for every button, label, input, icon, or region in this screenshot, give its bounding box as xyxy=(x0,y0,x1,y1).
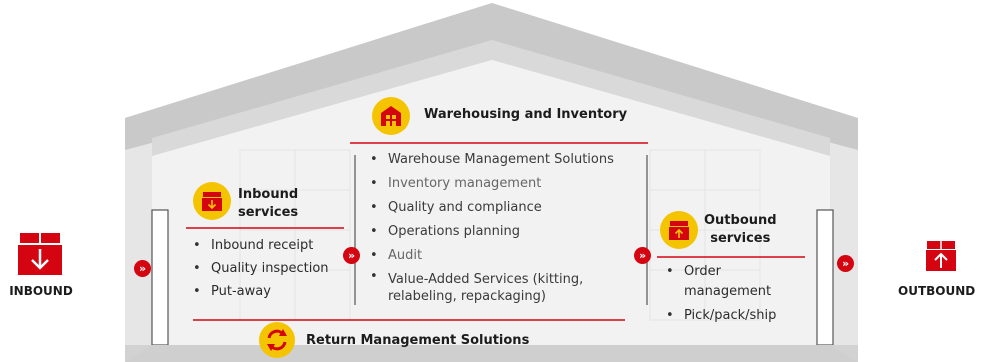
list-item-line: relabeling, repackaging) xyxy=(388,289,546,304)
warehousing-list: Warehouse Management Solutions Inventory… xyxy=(366,148,614,305)
inbound-box-icon xyxy=(193,182,231,220)
list-item: Pick/pack/ship xyxy=(662,306,776,326)
outbound-services-list: Order management Pick/pack/ship xyxy=(662,262,776,326)
list-item: Warehouse Management Solutions xyxy=(366,148,614,172)
title-line: services xyxy=(238,205,299,220)
warehousing-title: Warehousing and Inventory xyxy=(424,107,628,122)
warehouse-icon xyxy=(372,97,410,135)
outbound-box-icon xyxy=(660,211,698,249)
list-item-line: Value-Added Services (kitting, xyxy=(388,272,584,287)
list-item-line: management xyxy=(684,284,772,299)
list-item: Value-Added Services (kitting, relabelin… xyxy=(366,268,614,305)
list-item: Quality inspection xyxy=(189,257,329,280)
outbound-services-title: Outbound services xyxy=(704,212,777,248)
title-line: services xyxy=(710,231,771,246)
list-item-line: Order xyxy=(684,264,721,279)
list-item: Audit xyxy=(366,244,614,268)
list-item: Put-away xyxy=(189,280,329,303)
list-item: Operations planning xyxy=(366,220,614,244)
list-item: Quality and compliance xyxy=(366,196,614,220)
inbound-services-list: Inbound receipt Quality inspection Put-a… xyxy=(189,234,329,303)
title-line: Inbound xyxy=(238,187,299,202)
list-item: Order management xyxy=(662,262,776,302)
chevron-double-right-icon: » xyxy=(134,260,151,277)
inbound-label: INBOUND xyxy=(9,284,73,298)
chevron-double-right-icon: » xyxy=(634,247,651,264)
title-line: Outbound xyxy=(704,213,777,228)
refresh-icon xyxy=(259,322,295,358)
chevron-double-right-icon: » xyxy=(343,247,360,264)
return-management-title: Return Management Solutions xyxy=(306,333,530,348)
list-item: Inventory management xyxy=(366,172,614,196)
outbound-icon xyxy=(926,241,956,271)
inbound-icon xyxy=(18,233,62,275)
inbound-services-title: Inbound services xyxy=(238,186,298,222)
list-item: Inbound receipt xyxy=(189,234,329,257)
chevron-double-right-icon: » xyxy=(837,255,854,272)
outbound-label: OUTBOUND xyxy=(898,284,976,298)
